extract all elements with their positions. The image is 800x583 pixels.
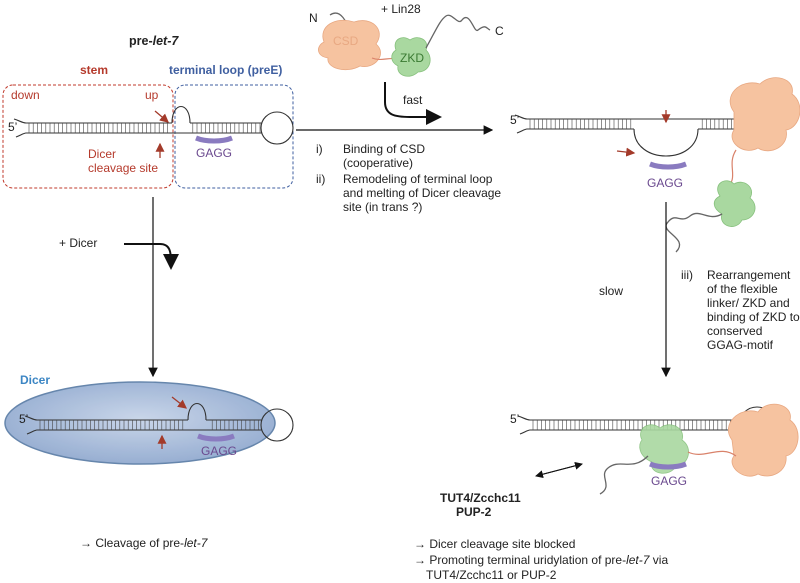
tut4-arrow-left — [535, 463, 583, 479]
gagg-mark-4 — [649, 461, 687, 470]
five-prime-overhang — [13, 118, 27, 124]
hairpin-structure-3 — [24, 402, 294, 442]
step-iii-num: iii) — [681, 268, 693, 282]
c-tail-2 — [665, 212, 723, 253]
stem-label: stem — [80, 63, 109, 77]
zkd-bound — [639, 424, 689, 474]
csd-bound — [729, 77, 800, 152]
cleavage-arrow-2 — [616, 147, 636, 157]
title: pre-let-7 — [129, 34, 179, 48]
tut4-label: TUT4/Zcchc11 — [440, 491, 521, 505]
gagg-label-4: GAGG — [651, 474, 688, 488]
complex-full-binding — [517, 403, 799, 495]
open-loop — [633, 128, 699, 157]
three-prime-overhang — [516, 128, 528, 134]
linker-3 — [687, 450, 737, 457]
plus-dicer-label: + Dicer — [59, 236, 98, 250]
promoting-outcome-line2: TUT4/Zcchc11 or PUP-2 — [426, 568, 557, 582]
gagg-label-3: GAGG — [201, 444, 238, 458]
zkd-domain — [391, 37, 431, 77]
promoting-outcome: → Promoting terminal uridylation of pre-… — [414, 553, 669, 567]
five-prime-overhang — [517, 415, 531, 421]
up-arrow-3 — [171, 396, 188, 409]
stem-box — [2, 84, 174, 189]
cleavage-outcome: → Cleavage of pre-let-7 — [80, 536, 208, 550]
hairpin-structure — [13, 105, 294, 145]
dicer-cleavage-site-label: Dicer cleavage site — [88, 147, 159, 175]
pre-let-7-hairpin — [2, 84, 294, 189]
five-prime-label: 5’ — [8, 120, 18, 134]
step-i-text: Binding of CSD (cooperative) — [343, 142, 426, 170]
dicer-ellipse — [4, 381, 276, 465]
gagg-label-2: GAGG — [647, 176, 684, 190]
five-prime-overhang — [24, 415, 38, 421]
down-label: down — [11, 88, 40, 102]
five-prime-label-2: 5’ — [510, 113, 520, 127]
fast-curved-arrow — [384, 82, 442, 125]
terminal-loop — [260, 111, 294, 145]
lin28-label: + Lin28 — [381, 2, 421, 16]
zkd-label: ZKD — [400, 51, 424, 65]
zkd-free — [713, 180, 756, 227]
three-prime-overhang — [15, 132, 27, 138]
five-prime-label-4: 5’ — [510, 412, 520, 426]
dicer-label: Dicer — [20, 373, 51, 387]
bulge — [187, 402, 207, 421]
step-ii-text: Remodeling of terminal loop and melting … — [343, 172, 502, 214]
gagg-mark-2 — [649, 161, 687, 170]
hairpin-structure-4 — [517, 406, 776, 444]
hairpin-structure-2 — [514, 105, 776, 157]
step-ii-num: ii) — [316, 172, 326, 186]
csd-domain — [318, 19, 381, 71]
step-i-num: i) — [316, 142, 323, 156]
step-iii-text: Rearrangement of the flexible linker/ ZK… — [707, 268, 800, 352]
five-prime-overhang — [514, 114, 528, 120]
dicer-complex — [4, 381, 294, 465]
c-tail-3 — [599, 455, 649, 495]
bulge — [171, 105, 191, 124]
up-arrow — [154, 110, 169, 123]
csd-bound-2 — [727, 403, 799, 477]
gagg-mark — [195, 135, 233, 144]
gagg-label: GAGG — [196, 146, 233, 160]
three-prime-overhang — [519, 429, 531, 435]
slow-label: slow — [599, 284, 624, 298]
three-prime-overhang — [26, 429, 38, 435]
plus-dicer-curved-arrow — [124, 243, 179, 270]
terminal-loop-label: terminal loop (preE) — [169, 63, 283, 77]
complex-after-csd-binding — [514, 77, 800, 253]
gagg-mark-3 — [197, 433, 235, 442]
lin28-protein — [318, 12, 491, 77]
n-terminus-label: N — [309, 11, 318, 25]
up-label: up — [145, 88, 159, 102]
five-prime-label-3: 5’ — [19, 412, 29, 426]
loop-box — [174, 84, 294, 189]
c-terminal-tail — [425, 14, 491, 49]
csd-label: CSD — [333, 34, 359, 48]
terminal-loop — [260, 408, 294, 442]
blocked-outcome: → Dicer cleavage site blocked — [414, 537, 576, 551]
c-terminus-label: C — [495, 24, 504, 38]
fast-label: fast — [403, 93, 423, 107]
pup2-label: PUP-2 — [456, 505, 492, 519]
